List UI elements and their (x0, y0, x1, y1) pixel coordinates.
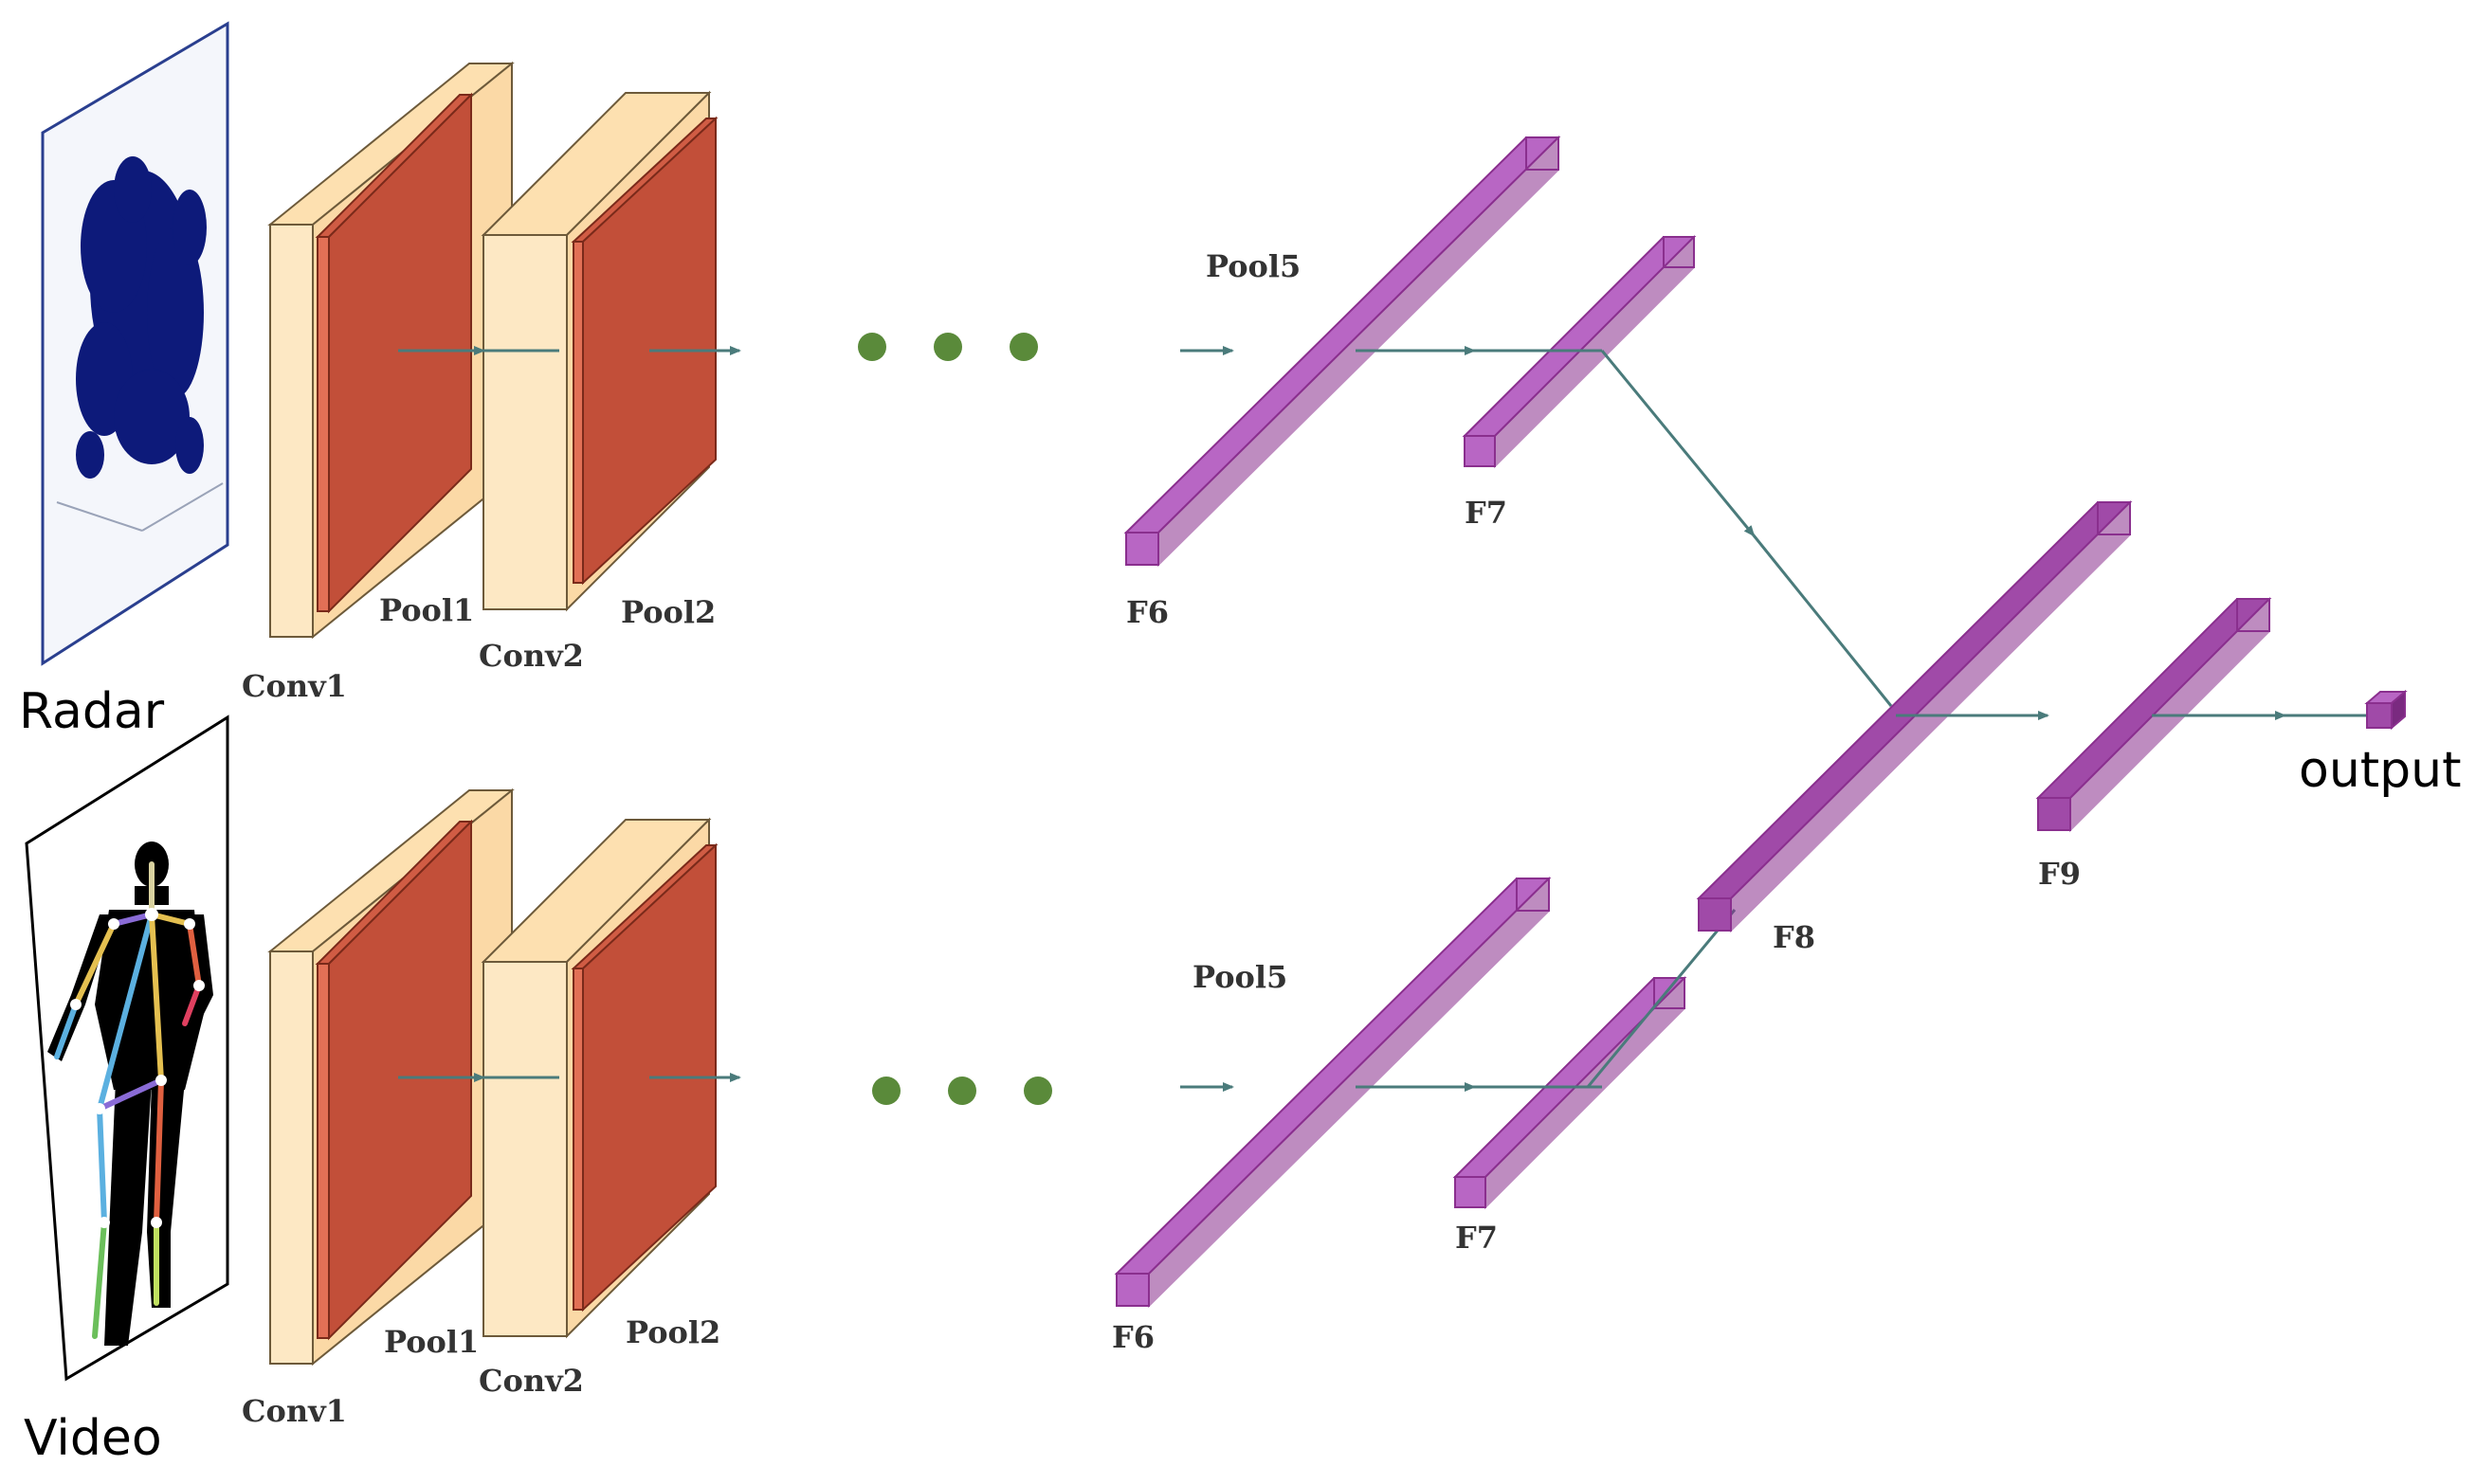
video-pool1-block-front (317, 963, 330, 1339)
f9-bar-front-face (2035, 598, 2272, 799)
f9-label: F9 (2038, 856, 2081, 892)
video-f6-label: F6 (1112, 1319, 1155, 1355)
video-pool1-label: Pool1 (384, 1324, 479, 1360)
output-label: output (2299, 742, 2462, 799)
video-pool1-block (315, 819, 474, 1341)
radar-stream (267, 61, 1697, 640)
video-conv1-block-front (269, 950, 314, 1365)
f8-bar-front-face (1696, 501, 2133, 899)
radar-ellipsis-dot (934, 333, 962, 361)
f8-label: F8 (1773, 919, 1815, 955)
video-stream (267, 787, 1687, 1366)
video-conv1-label: Conv1 (242, 1393, 347, 1429)
radar-ellipsis-dot (858, 333, 886, 361)
radar-label: Radar (19, 683, 165, 740)
radar-to-fusion-line (1752, 534, 1893, 707)
video-f6-bar-front-face (1114, 878, 1552, 1275)
radar-to-fusion-arrow (1600, 350, 1756, 537)
radar-pool2-block-front (573, 241, 584, 584)
radar-f7-label: F7 (1465, 495, 1507, 531)
video-ellipsis-dot (872, 1077, 901, 1105)
radar-pool5-label: Pool5 (1206, 248, 1301, 284)
video-pool2-block (571, 842, 719, 1312)
f8-bar-end-square (1698, 897, 1732, 932)
video-f7-bar-end-square (1454, 1176, 1486, 1208)
radar-f7-bar-front-face (1462, 236, 1697, 437)
radar-conv1-label: Conv1 (242, 668, 347, 704)
video-pool2-label: Pool2 (626, 1314, 720, 1350)
video-pool5-label: Pool5 (1192, 959, 1287, 995)
video-ellipsis-dot (1024, 1077, 1052, 1105)
radar-f6-bar-far-square (1525, 136, 1559, 171)
f9-bar-far-square (2236, 598, 2270, 632)
radar-pool1-label: Pool1 (379, 592, 474, 628)
f8-bar-far-square (2097, 501, 2131, 535)
video-f7-bar-far-square (1653, 977, 1685, 1009)
radar-input-image (41, 21, 229, 666)
video-conv2-block-front (482, 961, 568, 1337)
video-label: Video (24, 1410, 162, 1467)
radar-pool1-block (315, 92, 474, 614)
radar-conv2-label: Conv2 (479, 638, 584, 674)
video-f7-bar (1452, 975, 1687, 1210)
radar-pool1-block-front (317, 236, 330, 612)
output-cube (2364, 689, 2408, 731)
video-conv2-label: Conv2 (479, 1363, 584, 1399)
skeleton-overlay (54, 861, 205, 1339)
video-f7-bar-side-face (1484, 975, 1685, 1210)
radar-conv1-block-front (269, 224, 314, 638)
video-ellipsis-dot (948, 1077, 976, 1105)
video-f7-label: F7 (1455, 1220, 1498, 1256)
radar-conv2-block-front (482, 234, 568, 610)
radar-f6-bar-front-face (1123, 136, 1561, 534)
radar-f6-label: F6 (1126, 594, 1169, 630)
video-pool2-block-front (573, 968, 584, 1311)
video-input-image (25, 715, 229, 1382)
video-f6-bar-end-square (1116, 1273, 1150, 1307)
f9-bar-end-square (2037, 797, 2071, 831)
video-f6-bar (1114, 876, 1552, 1309)
radar-f7-bar-end-square (1464, 435, 1496, 467)
output-cube-front (2366, 702, 2393, 729)
video-to-fusion-line (1586, 909, 1737, 1088)
video-f7-bar-front-face (1452, 977, 1687, 1178)
radar-f6-bar-end-square (1125, 532, 1159, 566)
radar-ellipsis-dot (1010, 333, 1038, 361)
radar-pool2-label: Pool2 (621, 594, 716, 630)
radar-point-cloud (76, 156, 207, 479)
radar-f7-bar-far-square (1663, 236, 1695, 268)
fusion-layers (1586, 350, 2408, 1088)
video-f6-bar-far-square (1516, 878, 1550, 912)
